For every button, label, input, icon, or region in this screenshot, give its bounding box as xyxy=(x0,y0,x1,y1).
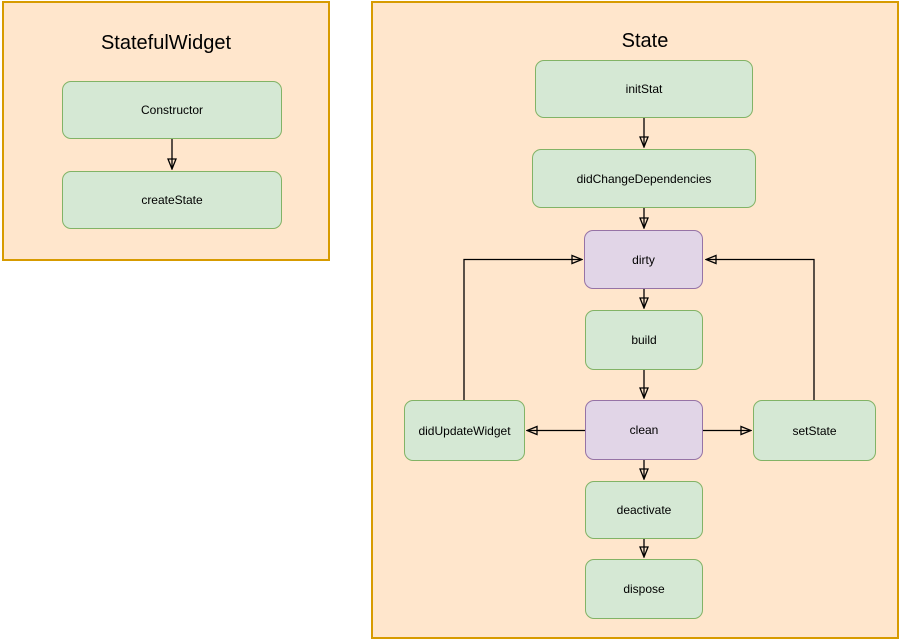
panel-title-state: State xyxy=(621,30,669,52)
node-createstate: createState xyxy=(62,171,282,229)
node-dispose: dispose xyxy=(585,559,703,619)
node-build: build xyxy=(585,310,703,370)
node-deactivate: deactivate xyxy=(585,481,703,539)
node-didchangedependencies: didChangeDependencies xyxy=(532,149,756,208)
panel-title-statefulwidget: StatefulWidget xyxy=(100,32,232,54)
node-initstat: initStat xyxy=(535,60,753,118)
node-didupdatewidget: didUpdateWidget xyxy=(404,400,525,461)
node-dirty: dirty xyxy=(584,230,703,289)
node-clean: clean xyxy=(585,400,703,460)
node-constructor: Constructor xyxy=(62,81,282,139)
node-setstate: setState xyxy=(753,400,876,461)
